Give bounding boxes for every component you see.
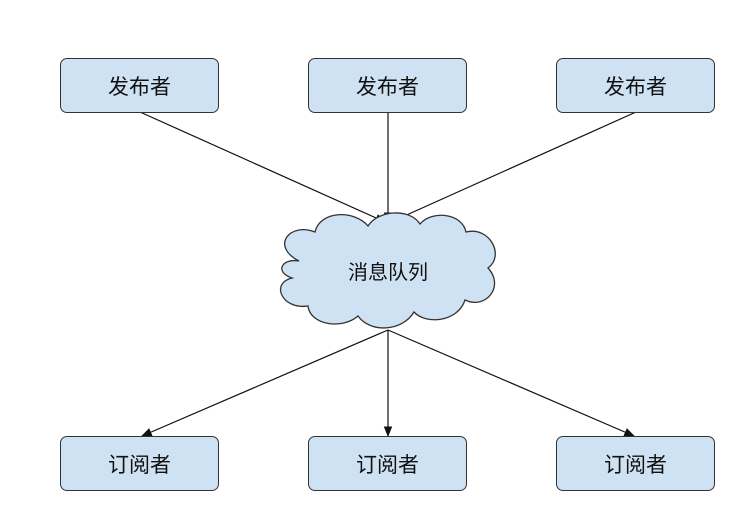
publisher-node-2: 发布者	[308, 58, 467, 113]
subscriber-label: 订阅者	[604, 452, 667, 477]
message-queue-label: 消息队列	[348, 259, 428, 284]
edge-publisher-3-to-queue	[390, 111, 637, 223]
subscriber-label: 订阅者	[356, 452, 419, 477]
cloud-icon	[279, 212, 496, 329]
subscriber-node-1: 订阅者	[60, 436, 219, 491]
message-queue-node: 消息队列	[318, 250, 458, 290]
subscriber-label: 订阅者	[108, 452, 171, 477]
publisher-label: 发布者	[604, 74, 667, 99]
subscriber-node-3: 订阅者	[556, 436, 715, 491]
publisher-label: 发布者	[356, 74, 419, 99]
subscriber-node-2: 订阅者	[308, 436, 467, 491]
edge-publisher-1-to-queue	[139, 111, 386, 223]
publisher-node-3: 发布者	[556, 58, 715, 113]
publisher-label: 发布者	[108, 74, 171, 99]
publisher-node-1: 发布者	[60, 58, 219, 113]
edge-queue-to-subscriber-1	[141, 329, 389, 437]
edge-queue-to-subscriber-3	[387, 329, 635, 437]
